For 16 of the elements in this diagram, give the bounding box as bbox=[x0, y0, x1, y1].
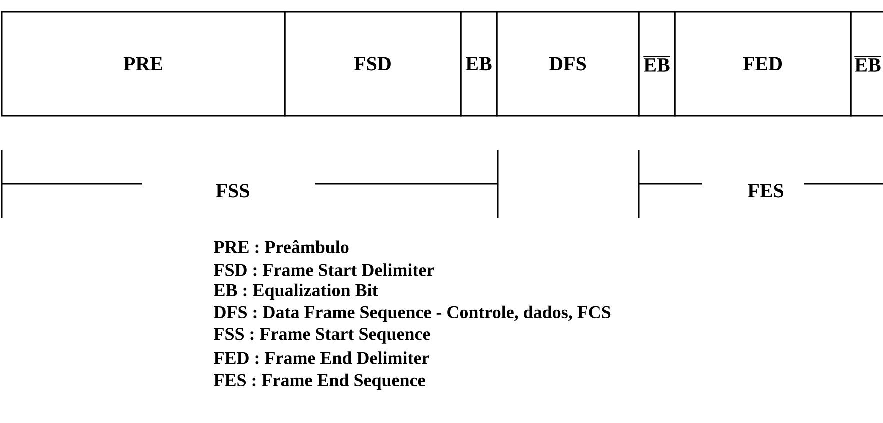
frame-field-cell: DFS bbox=[496, 11, 640, 117]
frame-field-cell: PRE bbox=[1, 11, 286, 117]
definition-text: FED : Frame End Delimiter bbox=[214, 352, 430, 364]
definition-text: DFS : Data Frame Sequence - Controle, dados, FCS bbox=[214, 306, 611, 322]
frame-field-cell: EB bbox=[460, 11, 498, 117]
span-label: FES bbox=[748, 184, 784, 198]
definition-text: FSS : Frame Start Sequence bbox=[214, 328, 430, 344]
span-label: FSS bbox=[216, 184, 250, 198]
frame-field-cell: EB bbox=[850, 11, 883, 117]
frame-field-cell: EB bbox=[638, 11, 676, 117]
definition-text: PRE : Preâmbulo bbox=[214, 240, 349, 254]
frame-field-cell: FSD bbox=[284, 11, 462, 117]
definition-text: EB : Equalization Bit bbox=[214, 284, 378, 300]
frame-field-cell: FED bbox=[674, 11, 852, 117]
definition-text: FSD : Frame Start Delimiter bbox=[214, 264, 434, 276]
definition-text: FES : Frame End Sequence bbox=[214, 374, 426, 390]
